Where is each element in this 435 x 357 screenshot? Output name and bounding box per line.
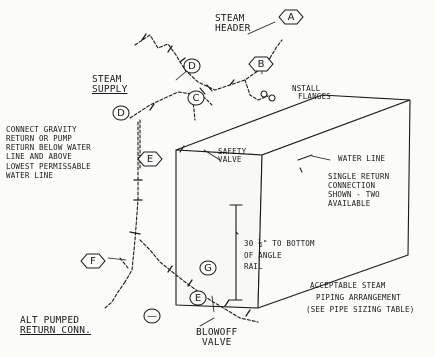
callout-h: — [147,310,157,322]
single-return-line-1: SINGLE RETURN [328,172,390,181]
dimension-line [229,204,243,301]
steam-header-line-2: HEADER [215,22,251,34]
dimension-line-1: 30 ½" TO BOTTOM [244,239,315,248]
water-line-mark [297,154,313,173]
dimension-line-3: RAIL [244,262,263,272]
safety-valve-line-2: VALVE [218,154,242,164]
install-flanges-label: NSTALL FLANGES [292,85,331,101]
acceptable-line-3: (SEE PIPE SIZING TABLE) [306,305,415,314]
fitting-ticks [129,33,251,317]
acceptable-line-1: ACCEPTABLE STEAM [310,281,386,290]
steam-header-line-1: STEAM [215,13,245,24]
install-flanges-line-1: NSTALL [292,84,321,93]
alt-pumped-label: ALT PUMPED RETURN CONN. [20,316,91,336]
install-flanges-line-2: FLANGES [298,91,332,101]
return-pipe [104,121,259,323]
callout-d1-shape [183,58,201,74]
callout-d2: D [117,107,125,119]
callout-e1-shape [137,151,163,167]
acceptable-arrangement-label: ACCEPTABLE STEAM PIPING ARRANGEMENT (SEE… [306,280,414,316]
callout-g: G [204,262,212,274]
callout-f: F [90,255,96,267]
acceptable-line-2: PIPING ARRANGEMENT [316,293,401,302]
callout-b: B [257,58,265,70]
blowoff-line-1: BLOWOFF [196,327,238,338]
callout-b-shape [248,56,274,72]
steam-supply-label: STEAM SUPPLY [92,75,128,95]
blowoff-valve-label: BLOWOFF VALVE [196,328,237,348]
single-return-label: SINGLE RETURN CONNECTION SHOWN - TWO AVA… [328,172,389,208]
safety-valve-label: SAFETY VALVE [218,148,246,164]
callout-c-shape [187,90,205,106]
callout-e2-shape [189,290,207,306]
steam-header-label: STEAM HEADER [215,14,251,34]
callout-e1: E [146,153,154,165]
callout-h-shape [143,308,161,324]
callout-d1: D [188,60,196,72]
alt-pumped-line-1: ALT PUMPED [20,315,80,326]
connect-gravity-line-5: LOWEST PERMISSABLE [6,161,91,171]
boiler-box [175,94,411,309]
flanges [199,84,276,102]
callout-f-shape [80,253,106,269]
callout-d2-shape [112,105,130,121]
safety-valve-line-1: SAFETY [218,147,247,156]
callout-a-shape [278,9,304,25]
single-return-line-2: CONNECTION [328,181,376,190]
callout-a: A [287,11,295,23]
connect-gravity-line-6: WATER LINE [6,170,54,180]
connect-gravity-line-3: RETURN BELOW WATER [6,143,91,153]
callout-e2: E [194,292,202,304]
blowoff-line-2: VALVE [202,336,232,348]
water-line-label: WATER LINE [338,154,386,163]
steam-supply-line-2: SUPPLY [92,83,128,95]
callout-g-shape [199,260,217,276]
single-return-line-3: SHOWN - TWO [328,190,380,199]
dimension-label: 30 ½" TO BOTTOM OF ANGLE RAIL [244,238,315,273]
connect-gravity-line-2: RETURN OR PUMP [6,134,73,144]
connect-gravity-line-4: LINE AND ABOVE [6,152,73,162]
steam-supply-line-1: STEAM [92,74,122,85]
dimension-line-2: OF ANGLE [244,250,282,260]
single-return-line-4: AVAILABLE [328,199,371,208]
connect-gravity-line-1: CONNECT GRAVITY [6,125,77,134]
callout-c: C [192,92,200,104]
connect-gravity-label: CONNECT GRAVITY RETURN OR PUMP RETURN BE… [6,125,91,180]
alt-pumped-line-2: RETURN CONN. [20,324,92,336]
